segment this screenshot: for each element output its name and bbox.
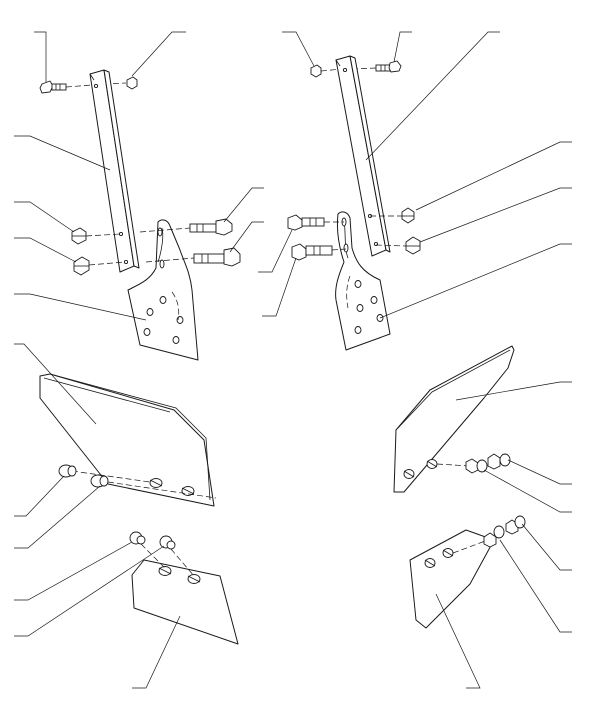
right-blade-hardware [465,453,511,474]
left-blade [39,373,217,507]
left-leader-lines [14,31,264,689]
right-top-nut [310,64,343,78]
right-nut-mid [370,207,415,224]
left-bolt-mid [139,218,233,236]
right-leader-lines [258,31,572,689]
right-top-bolt [351,60,402,73]
right-assembly [258,31,572,689]
right-tip-plate [409,529,495,629]
left-nut-mid [71,227,121,245]
left-bolt-lower [145,247,241,267]
right-bolt-lower [291,243,347,261]
left-top-nut [103,76,138,90]
right-nut-lower [375,236,421,255]
left-carriage-bolt-4 [159,535,195,577]
left-nut-lower [73,256,126,276]
left-bracket-plate [127,219,199,361]
right-bolt-mid [287,214,344,231]
right-bar [335,55,391,257]
left-tip-plate [131,559,239,645]
left-top-bolt [39,80,93,94]
left-carriage-bolt-2 [90,474,109,488]
right-tip-hardware [483,515,526,548]
left-assembly [14,31,264,689]
left-carriage-bolt-1 [58,464,77,478]
left-carriage-bolt-3 [129,531,166,569]
right-blade [393,345,515,493]
right-bracket-plate [335,211,391,351]
left-bar [89,69,140,273]
